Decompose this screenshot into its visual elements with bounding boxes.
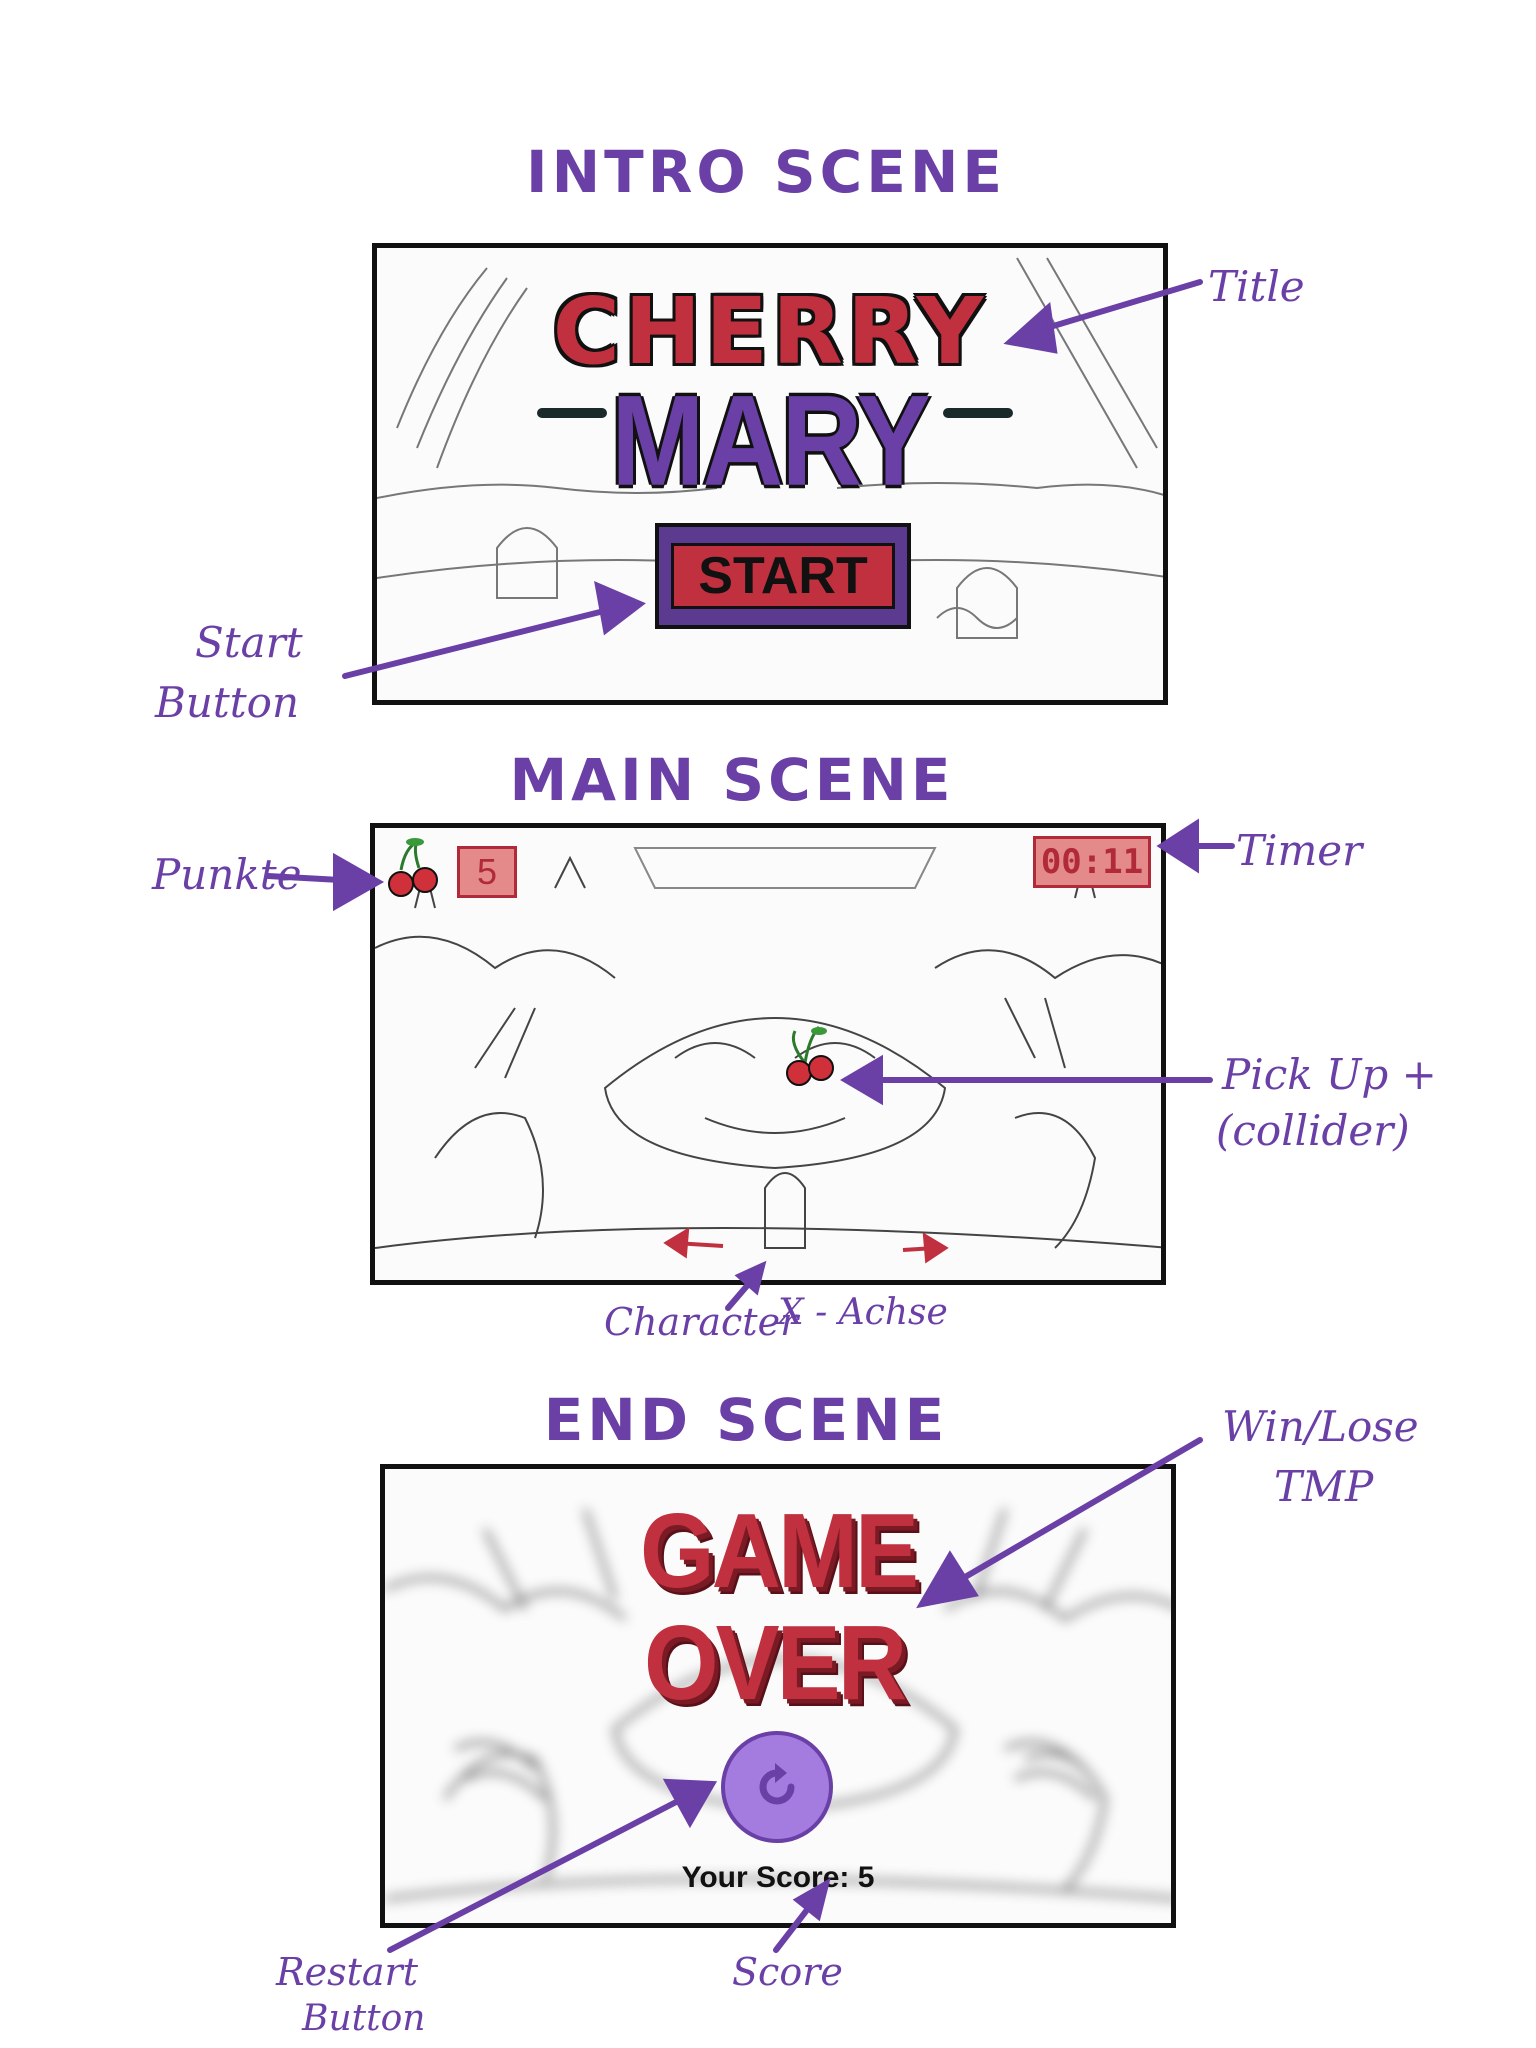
game-title-mary: MARY xyxy=(611,368,931,513)
restart-button[interactable] xyxy=(721,1731,833,1843)
cherry-icon xyxy=(786,1025,834,1086)
timer-display: 00:11 xyxy=(1033,836,1151,888)
start-button-label: START xyxy=(671,543,895,609)
game-title-cherry: CHERRY xyxy=(552,278,988,385)
note-restart-2: Button xyxy=(302,1998,426,2039)
note-character: Character xyxy=(604,1300,799,1344)
note-score: Score xyxy=(732,1950,843,1994)
end-scene-heading: END SCENE xyxy=(543,1386,949,1454)
final-score: Your Score: 5 xyxy=(681,1861,875,1894)
note-timer: Timer xyxy=(1236,826,1363,875)
note-winlose-2: TMP xyxy=(1274,1462,1374,1511)
intro-scene-frame: CHERRY MARY START xyxy=(372,243,1168,705)
intro-scene-heading: INTRO SCENE xyxy=(526,138,1006,206)
note-punkte: Punkte xyxy=(152,850,302,899)
note-title: Title xyxy=(1208,262,1305,311)
arrow-right-icon xyxy=(902,1232,949,1264)
note-pickup-2: (collider) xyxy=(1216,1106,1410,1155)
cherry-icon xyxy=(388,838,438,897)
title-dash-left xyxy=(537,408,607,418)
start-button[interactable]: START xyxy=(655,523,911,629)
main-scene-heading: MAIN SCENE xyxy=(509,746,955,814)
game-over-line2: OVER xyxy=(643,1604,907,1723)
restart-icon xyxy=(759,1763,795,1805)
note-x-axis: X - Achse xyxy=(778,1292,948,1333)
note-restart-1: Restart xyxy=(276,1950,418,1994)
game-over-line1: GAME xyxy=(640,1492,919,1611)
note-pickup-1: Pick Up + xyxy=(1222,1050,1437,1099)
note-start-button-2: Button xyxy=(155,678,300,727)
end-scene-frame: GAME OVER Your Score: 5 xyxy=(380,1464,1176,1928)
main-scene-frame: 5 00:11 xyxy=(370,823,1166,1285)
arrow-left-icon xyxy=(663,1227,724,1259)
note-winlose-1: Win/Lose xyxy=(1222,1402,1419,1451)
title-dash-right xyxy=(943,408,1013,418)
note-start-button-1: Start xyxy=(195,618,303,667)
score-counter: 5 xyxy=(457,846,517,898)
intro-background-sketch xyxy=(377,257,1163,639)
